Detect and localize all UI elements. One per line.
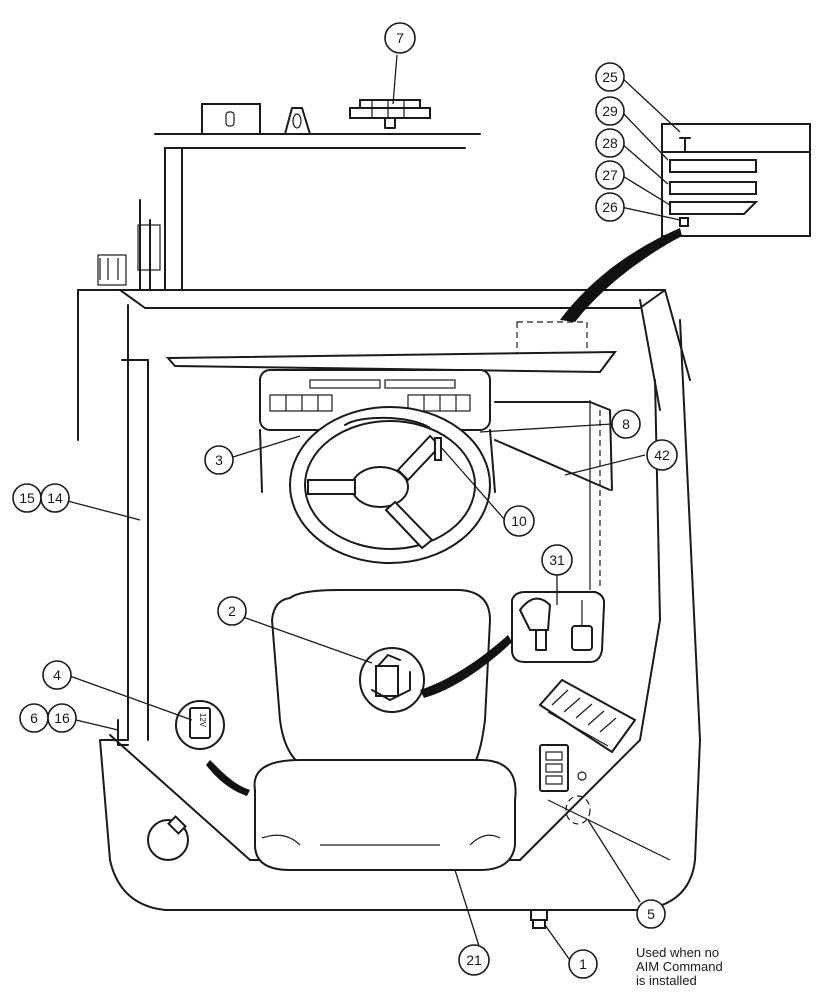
- callout-7: 7: [384, 22, 416, 54]
- switch-panel: [538, 678, 637, 754]
- callout-42-label: 42: [654, 447, 670, 463]
- small-switch-block: [539, 744, 587, 792]
- callout-25: 25: [595, 62, 625, 92]
- callout-3: 3: [204, 445, 234, 475]
- callout-5-label: 5: [647, 906, 655, 922]
- power-outlet: 12V: [175, 700, 250, 796]
- steering-wheel: [289, 406, 491, 564]
- callout-31-label: 31: [549, 552, 565, 568]
- callout-10-label: 10: [511, 513, 527, 529]
- callout-16-label: 16: [54, 710, 70, 726]
- aim-command-note: Used when no AIM Command is installed: [636, 945, 723, 988]
- callout-6-label: 6: [30, 710, 38, 726]
- callout-3-label: 3: [215, 452, 223, 468]
- seat-switch-detail: [359, 635, 512, 713]
- callout-21-label: 21: [466, 952, 482, 968]
- callout-8: 8: [611, 409, 641, 439]
- floor-access-hole: [147, 815, 189, 861]
- callout-4-label: 4: [53, 667, 61, 683]
- leader-lines: [55, 54, 681, 964]
- callout-6: 6: [19, 703, 49, 733]
- fitting: [530, 909, 548, 929]
- callout-25-label: 25: [602, 69, 618, 85]
- callout-29: 29: [595, 96, 625, 126]
- callout-21: 21: [458, 944, 490, 976]
- inset-pointer: [560, 228, 682, 322]
- callout-28-label: 28: [602, 135, 618, 151]
- detail-inset: [661, 123, 811, 237]
- callout-14-label: 14: [47, 490, 63, 506]
- callout-26: 26: [595, 192, 625, 222]
- callout-7-label: 7: [396, 30, 404, 46]
- callout-14: 14: [40, 483, 70, 513]
- callout-4: 4: [42, 660, 72, 690]
- control-console: [511, 591, 606, 663]
- callout-5: 5: [636, 899, 666, 929]
- callout-15-label: 15: [19, 490, 35, 506]
- callout-26-label: 26: [602, 199, 618, 215]
- callout-27-label: 27: [602, 167, 618, 183]
- callout-2-label: 2: [228, 603, 236, 619]
- callout-28: 28: [595, 128, 625, 158]
- callout-10: 10: [503, 505, 535, 537]
- callout-8-label: 8: [622, 416, 630, 432]
- callout-16: 16: [47, 703, 77, 733]
- aim-plug-location: [565, 795, 591, 825]
- callout-31: 31: [541, 544, 573, 576]
- callout-15: 15: [12, 483, 42, 513]
- callout-42: 42: [646, 439, 678, 471]
- beacon-assembly: [349, 99, 431, 129]
- operator-seat: [253, 589, 517, 871]
- callout-1-label: 1: [579, 956, 587, 972]
- callout-27: 27: [595, 160, 625, 190]
- rear-structure: [97, 103, 481, 291]
- power-outlet-label: 12V: [198, 713, 207, 728]
- callout-1: 1: [568, 949, 598, 979]
- callout-29-label: 29: [602, 103, 618, 119]
- callout-2: 2: [217, 596, 247, 626]
